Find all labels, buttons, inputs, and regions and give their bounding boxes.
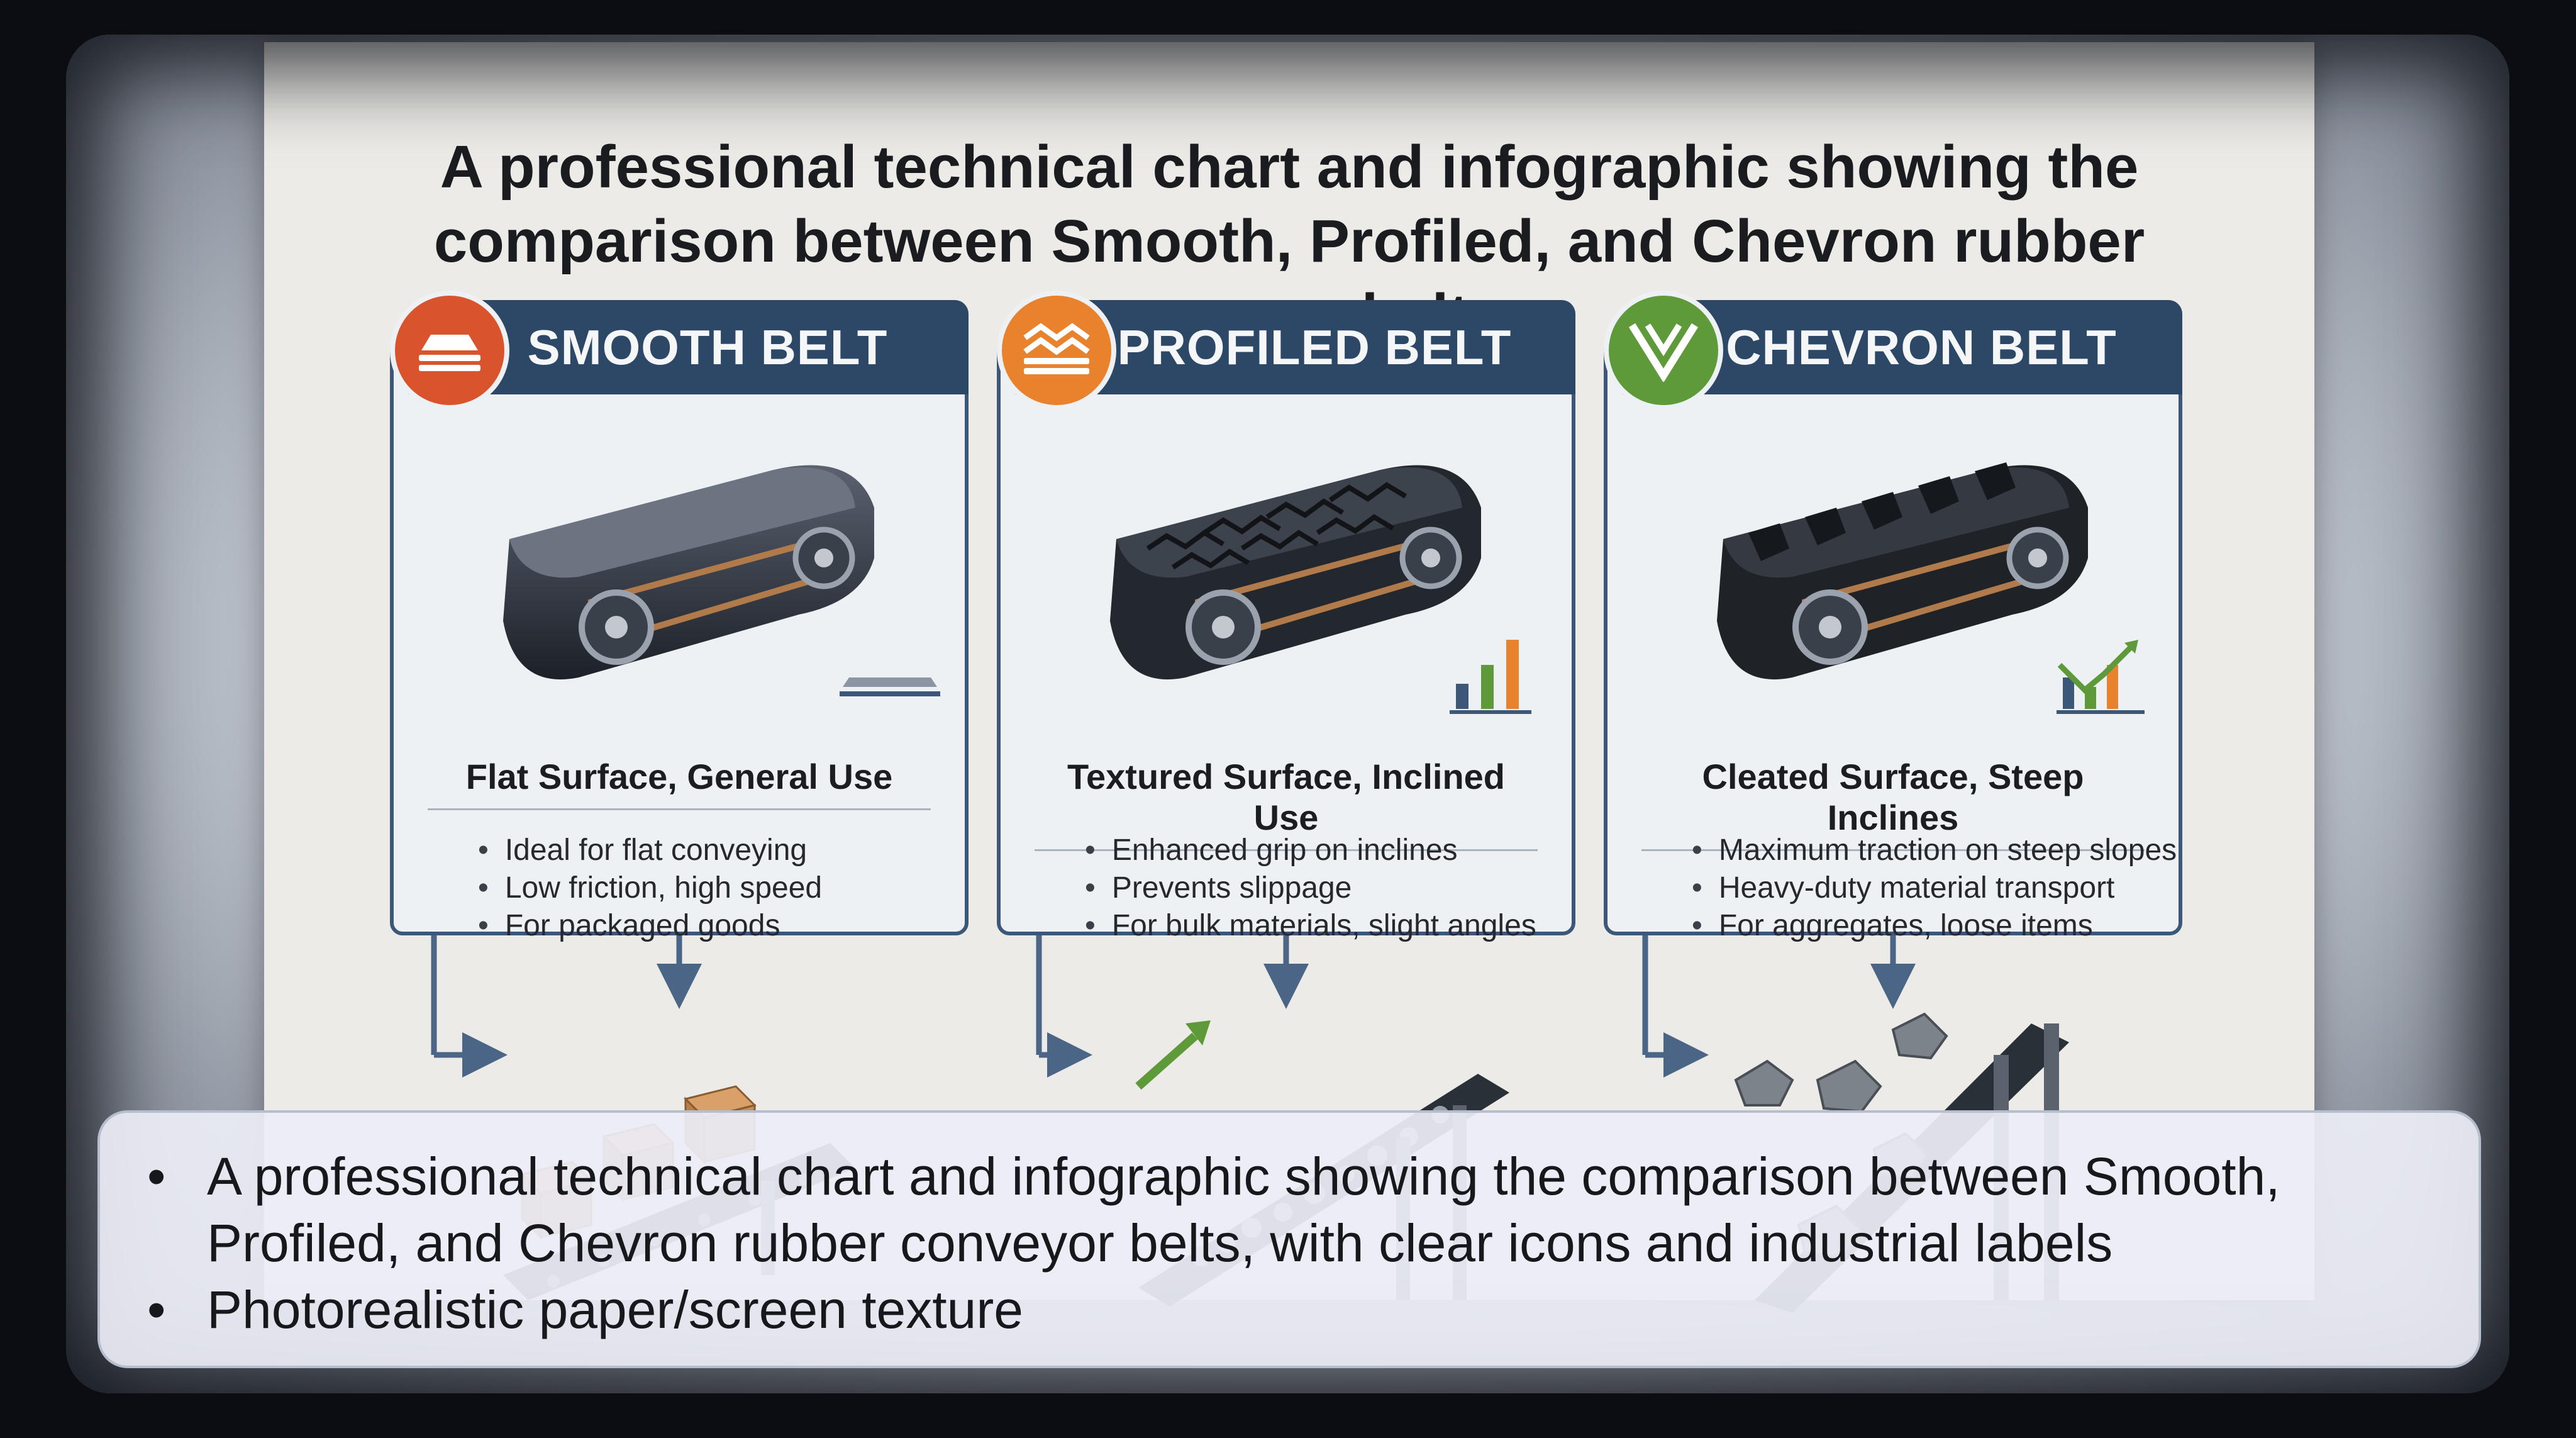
card-title: CHEVRON BELT: [1726, 319, 2117, 375]
infographic-poster: A professional technical chart and infog…: [264, 42, 2314, 1313]
list-item: For aggregates, loose items: [1692, 907, 2177, 945]
monitor-screen: A professional technical chart and infog…: [66, 35, 2509, 1393]
list-item: Heavy-duty material transport: [1692, 869, 2177, 907]
feature-list: Ideal for flat conveying Low friction, h…: [478, 832, 822, 945]
profiled-belt-illustration: [1110, 465, 1481, 680]
list-item: Prevents slippage: [1085, 869, 1536, 907]
caption-list: A professional technical chart and infog…: [100, 1113, 2479, 1343]
flat-surface-icon: [840, 677, 940, 696]
list-item: For bulk materials, slight angles: [1085, 907, 1536, 945]
card-header: CHEVRON BELT: [1623, 300, 2182, 394]
chevron-belt-illustration: [1717, 462, 2088, 680]
feature-list: Enhanced grip on inclines Prevents slipp…: [1085, 832, 1536, 945]
flat-layers-icon: [390, 291, 509, 410]
list-item: A professional technical chart and infog…: [147, 1143, 2479, 1276]
list-item: Low friction, high speed: [478, 869, 822, 907]
list-item: Ideal for flat conveying: [478, 832, 822, 869]
card-title: SMOOTH BELT: [527, 319, 888, 375]
list-item: Photorealistic paper/screen texture: [147, 1276, 2479, 1343]
list-item: Maximum traction on steep slopes: [1692, 832, 2177, 869]
card-smooth-belt: SMOOTH BELT: [390, 291, 969, 942]
card-chevron-belt: CHEVRON BELT: [1604, 291, 2182, 942]
smooth-belt-illustration: [503, 465, 874, 680]
caption-box: A professional technical chart and infog…: [97, 1110, 2481, 1368]
card-subhead: Flat Surface, General Use: [428, 756, 931, 810]
chevron-v-icon: [1604, 291, 1723, 410]
wavy-layers-icon: [997, 291, 1116, 410]
bar-chart-icon: [1450, 640, 1531, 714]
card-profiled-belt: PROFILED BELT: [997, 291, 1575, 942]
list-item: For packaged goods: [478, 907, 822, 945]
trend-up-icon: [2057, 640, 2145, 714]
card-title: PROFILED BELT: [1117, 319, 1512, 375]
feature-list: Maximum traction on steep slopes Heavy-d…: [1692, 832, 2177, 945]
list-item: Enhanced grip on inclines: [1085, 832, 1536, 869]
